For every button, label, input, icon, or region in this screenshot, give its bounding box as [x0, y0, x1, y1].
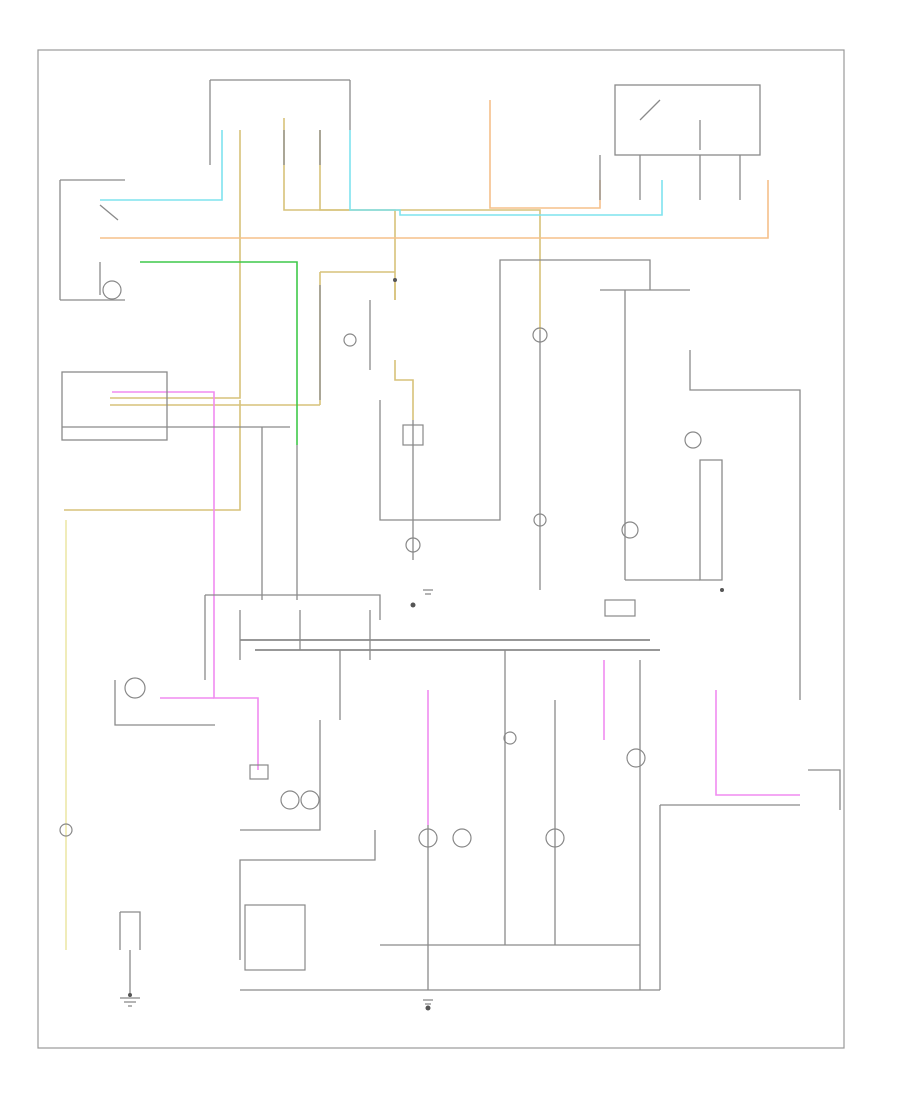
relay-taps: [599, 155, 741, 200]
splice-points: [128, 278, 724, 1011]
splice-dot: [393, 278, 397, 282]
lower-module-wires: [239, 830, 376, 960]
gray-wires: [59, 79, 841, 995]
switch-icon: [402, 424, 424, 446]
lamp-icon: [343, 333, 357, 347]
headlamp-switch-frame: [59, 179, 125, 301]
connector-icon: [249, 764, 269, 780]
fuse-block-outline: [209, 79, 351, 130]
wire-pink-left: [112, 391, 259, 770]
lamp-icon: [418, 828, 438, 848]
splice-dot: [128, 993, 132, 997]
wire-green: [140, 261, 298, 445]
bottom-left-switch-frame: [119, 911, 141, 950]
wire-pink-far-right: [715, 690, 800, 796]
relay-box-outline: [614, 84, 761, 156]
cluster-top: [205, 594, 381, 620]
right-frame: [600, 289, 801, 700]
right-edge-connector: [808, 769, 841, 810]
lamp-icon: [621, 521, 639, 539]
wire-tan-vertical: [110, 130, 241, 399]
center-verticals: [412, 290, 626, 590]
colored-wires: [64, 100, 800, 950]
ground-icon: [120, 997, 140, 1007]
lower-right-wires: [659, 804, 800, 990]
ground-icon: [423, 589, 433, 595]
lamp-icon: [124, 677, 146, 699]
lamp-icon: [452, 828, 472, 848]
wire-cyan-top: [349, 130, 663, 216]
headlamp-switch-contacts: [99, 204, 119, 295]
module-icon: [244, 904, 306, 971]
lower-left-wires: [240, 650, 341, 831]
lamp-icon: [405, 537, 421, 553]
ground-icon: [423, 999, 433, 1005]
splice-dot: [410, 602, 416, 608]
connector-icon: [604, 599, 636, 617]
components: [59, 280, 702, 1007]
splice-dot: [720, 588, 724, 592]
fuse-block-taps: [209, 130, 321, 165]
lower-center-bus: [380, 825, 640, 990]
splice-dot: [425, 1005, 431, 1011]
left-connector-wires: [62, 426, 298, 600]
lamp-icon: [533, 513, 547, 527]
wire-cyan-left: [100, 130, 223, 201]
wire-orange-top: [489, 100, 601, 209]
lamp-icon: [626, 748, 646, 768]
lamp-icon: [684, 431, 702, 449]
left-round-lamp-frame: [114, 680, 215, 726]
center-left-wires: [319, 285, 371, 400]
wire-yellow-right: [319, 130, 541, 330]
wire-yellow-center: [394, 280, 414, 420]
lamp-icon: [532, 327, 548, 343]
diagram-frame: [37, 49, 845, 1049]
lamp-icon: [300, 790, 320, 810]
lamp-icon: [503, 731, 517, 745]
wire-tan-lower: [64, 400, 241, 511]
lower-verticals: [504, 650, 641, 990]
switch-icon: [59, 823, 73, 837]
wire-orange-horizontal: [100, 180, 769, 239]
wire-yellow-branch: [319, 271, 395, 405]
right-connector: [699, 459, 723, 581]
cluster-taps-left: [239, 610, 371, 660]
center-column-frame: [379, 259, 651, 521]
left-connector-block: [61, 371, 168, 441]
lamp-icon: [102, 280, 122, 300]
lamp-icon: [545, 828, 565, 848]
lamp-icon: [280, 790, 300, 810]
relay-contacts: [639, 99, 701, 150]
